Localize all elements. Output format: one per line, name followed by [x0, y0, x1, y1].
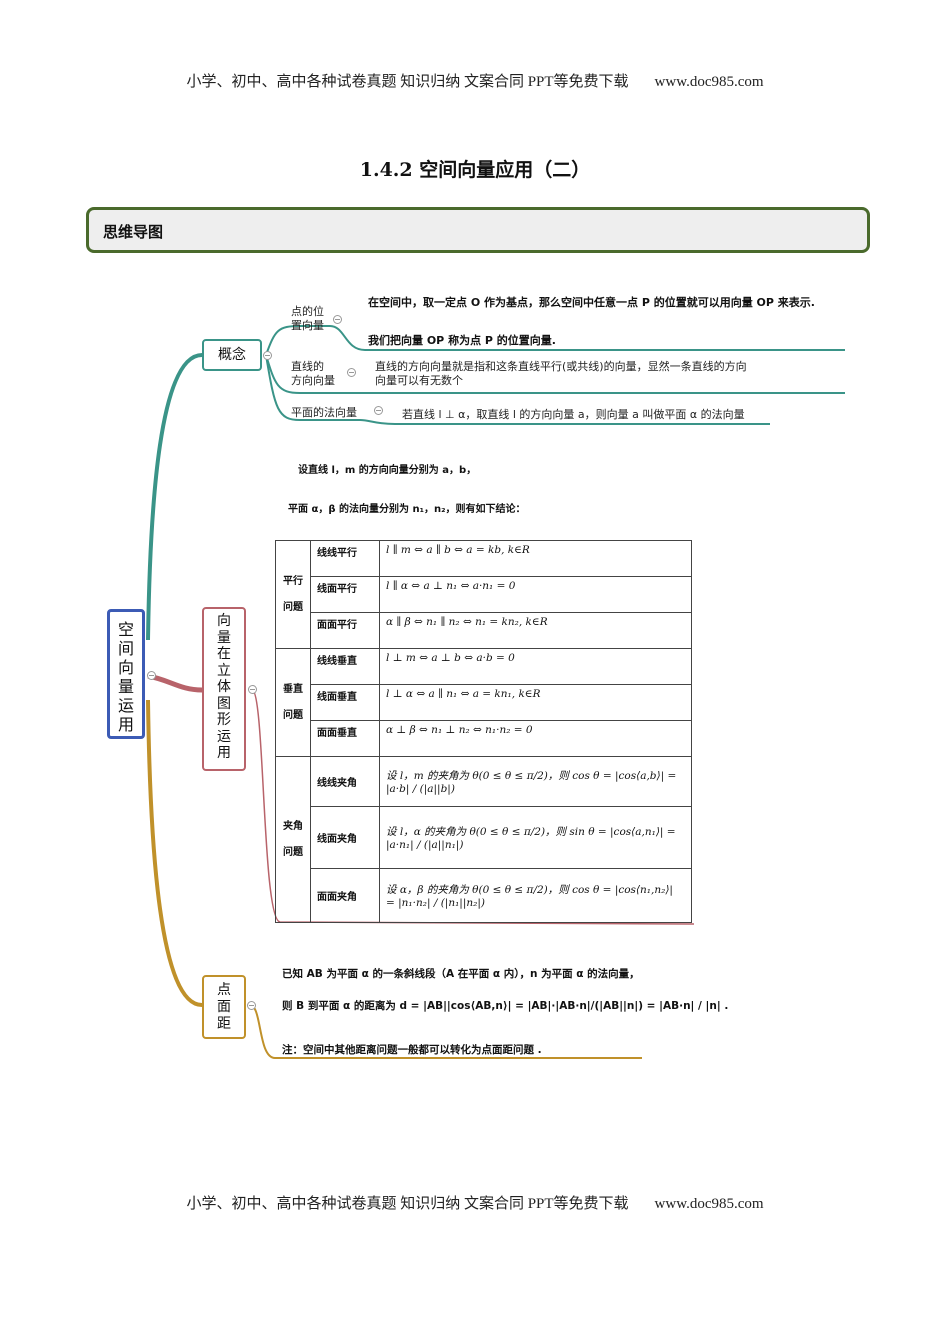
collapse-icon[interactable] — [147, 671, 156, 680]
node-char: 量 — [217, 629, 231, 646]
node-char: 面 — [217, 999, 231, 1015]
node-char: 运 — [217, 728, 231, 745]
table-row: 线面平行 l ∥ α ⇔ a ⊥ n₁ ⇔ a·n₁ = 0 — [276, 576, 692, 613]
category-perpendicular: 垂直问题 — [275, 648, 311, 757]
label-line: 点的位 — [291, 305, 324, 318]
table-row: 面面夹角 设 α，β 的夹角为 θ(0 ≤ θ ≤ π/2)，则 cos θ =… — [276, 868, 692, 923]
row-formula: 设 l，α 的夹角为 θ(0 ≤ θ ≤ π/2)，则 sin θ = |cos… — [379, 806, 692, 869]
label-line: 直线的 — [291, 360, 324, 373]
root-char: 运 — [117, 696, 134, 715]
table-row: 面面平行 α ∥ β ⇔ n₁ ∥ n₂ ⇔ n₁ = kn₂, k∈R — [276, 612, 692, 649]
table-row: 面面垂直 α ⊥ β ⇔ n₁ ⊥ n₂ ⇔ n₁·n₂ = 0 — [276, 720, 692, 757]
solid-intro-2: 平面 α，β 的法向量分别为 n₁，n₂，则有如下结论： — [288, 504, 526, 515]
text-line: 直线的方向向量就是指和这条直线平行(或共线)的向量，显然一条直线的方向 — [375, 360, 747, 373]
node-char: 向 — [217, 613, 231, 629]
table-row: 线面垂直 l ⊥ α ⇔ a ∥ n₁ ⇔ a = kn₁, k∈R — [276, 684, 692, 721]
cat-line: 问题 — [283, 709, 303, 721]
row-formula: 设 α，β 的夹角为 θ(0 ≤ θ ≤ π/2)，则 cos θ = |cos… — [379, 868, 692, 923]
page-footer: 小学、初中、高中各种试卷真题 知识归纳 文案合同 PPT等免费下载 www.doc… — [0, 1192, 950, 1213]
root-char: 空 — [117, 620, 134, 639]
row-name: 线线夹角 — [310, 756, 380, 807]
footer-url[interactable]: www.doc985.com — [654, 1196, 764, 1212]
cat-line: 平行 — [283, 575, 303, 587]
concept-item-direction-label[interactable]: 直线的 方向向量 — [291, 360, 335, 388]
collapse-icon[interactable] — [247, 1001, 256, 1010]
header-text: 小学、初中、高中各种试卷真题 知识归纳 文案合同 PPT等免费下载 — [186, 74, 629, 90]
row-name: 线面垂直 — [310, 684, 380, 721]
footer-text: 小学、初中、高中各种试卷真题 知识归纳 文案合同 PPT等免费下载 — [186, 1196, 629, 1212]
node-char: 距 — [217, 1016, 231, 1032]
concept-item-normal-label[interactable]: 平面的法向量 — [291, 406, 357, 419]
row-formula: l ⊥ m ⇔ a ⊥ b ⇔ a·b = 0 — [379, 648, 692, 685]
cat-line: 垂直 — [283, 683, 303, 695]
row-name: 线线垂直 — [310, 648, 380, 685]
table-row: 垂直问题 线线垂直 l ⊥ m ⇔ a ⊥ b ⇔ a·b = 0 — [275, 648, 692, 757]
row-name: 面面垂直 — [310, 720, 380, 757]
row-formula: l ⊥ α ⇔ a ∥ n₁ ⇔ a = kn₁, k∈R — [379, 684, 692, 721]
cat-line: 问题 — [283, 846, 303, 858]
row-name: 线面夹角 — [310, 806, 380, 869]
table-row: 线面夹角 设 l，α 的夹角为 θ(0 ≤ θ ≤ π/2)，则 sin θ =… — [276, 806, 692, 869]
row-formula: α ⊥ β ⇔ n₁ ⊥ n₂ ⇔ n₁·n₂ = 0 — [379, 720, 692, 757]
text-line: 向量可以有无数个 — [375, 374, 463, 387]
section-label: 思维导图 — [103, 223, 164, 241]
row-name: 线面平行 — [310, 576, 380, 613]
root-char: 量 — [117, 677, 134, 696]
node-char: 形 — [217, 712, 231, 728]
page-header: 小学、初中、高中各种试卷真题 知识归纳 文案合同 PPT等免费下载 www.doc… — [0, 70, 950, 91]
distance-note: 注：空间中其他距离问题一般都可以转化为点面距问题 . — [282, 1044, 542, 1056]
direction-vector-text: 直线的方向向量就是指和这条直线平行(或共线)的向量，显然一条直线的方向 向量可以… — [375, 360, 747, 388]
node-char: 在 — [217, 646, 231, 662]
section-header: 思维导图 — [86, 207, 870, 253]
node-char: 体 — [217, 679, 231, 695]
distance-line-2: 则 B 到平面 α 的距离为 d = |AB||cos⟨AB,n⟩| = |AB… — [282, 1000, 729, 1012]
concept-node[interactable]: 概念 — [202, 339, 262, 371]
collapse-icon[interactable] — [333, 315, 342, 324]
node-char: 图 — [217, 695, 231, 712]
row-formula: 设 l，m 的夹角为 θ(0 ≤ θ ≤ π/2)，则 cos θ = |cos… — [379, 756, 692, 807]
category-parallel: 平行问题 — [275, 540, 311, 649]
row-name: 面面夹角 — [310, 868, 380, 923]
solid-application-node[interactable]: 向 量 在 立 体 图 形 运 用 — [202, 607, 246, 771]
point-plane-distance-node[interactable]: 点 面 距 — [202, 975, 246, 1039]
position-vector-text-1: 在空间中，取一定点 O 作为基点，那么空间中任意一点 P 的位置就可以用向量 O… — [368, 296, 815, 309]
table-row: 夹角问题 线线夹角 设 l，m 的夹角为 θ(0 ≤ θ ≤ π/2)，则 co… — [275, 756, 692, 923]
table-row: 平行问题 线线平行 l ∥ m ⇔ a ∥ b ⇔ a = kb, k∈R — [275, 540, 692, 649]
header-url[interactable]: www.doc985.com — [654, 74, 764, 90]
collapse-icon[interactable] — [374, 406, 383, 415]
collapse-icon[interactable] — [347, 368, 356, 377]
root-node[interactable]: 空 间 向 量 运 用 — [107, 609, 145, 739]
collapse-icon[interactable] — [248, 685, 257, 694]
solid-intro-1: 设直线 l，m 的方向向量分别为 a，b， — [298, 465, 477, 476]
node-char: 点 — [217, 982, 231, 998]
row-name: 面面平行 — [310, 612, 380, 649]
root-char: 向 — [117, 658, 134, 677]
cat-line: 夹角 — [283, 820, 303, 832]
category-angle: 夹角问题 — [275, 756, 311, 923]
root-char: 用 — [117, 715, 134, 734]
collapse-icon[interactable] — [263, 351, 272, 360]
label-line: 置向量 — [291, 319, 324, 332]
conclusion-table: 平行问题 线线平行 l ∥ m ⇔ a ∥ b ⇔ a = kb, k∈R 线面… — [275, 540, 692, 923]
label-line: 方向向量 — [291, 374, 335, 387]
cat-line: 问题 — [283, 601, 303, 613]
node-char: 立 — [217, 662, 231, 679]
concept-item-position-label[interactable]: 点的位 置向量 — [291, 305, 324, 333]
row-formula: α ∥ β ⇔ n₁ ∥ n₂ ⇔ n₁ = kn₂, k∈R — [379, 612, 692, 649]
root-char: 间 — [117, 639, 134, 658]
page-title: 1.4.2 空间向量应用（二） — [359, 159, 591, 181]
node-char: 用 — [217, 745, 231, 761]
position-vector-text-2: 我们把向量 OP 称为点 P 的位置向量. — [368, 334, 556, 347]
row-name: 线线平行 — [310, 540, 380, 577]
row-formula: l ∥ m ⇔ a ∥ b ⇔ a = kb, k∈R — [379, 540, 692, 577]
normal-vector-text: 若直线 l ⊥ α，取直线 l 的方向向量 a，则向量 a 叫做平面 α 的法向… — [402, 408, 745, 421]
row-formula: l ∥ α ⇔ a ⊥ n₁ ⇔ a·n₁ = 0 — [379, 576, 692, 613]
distance-line-1: 已知 AB 为平面 α 的一条斜线段（A 在平面 α 内），n 为平面 α 的法… — [282, 968, 640, 980]
